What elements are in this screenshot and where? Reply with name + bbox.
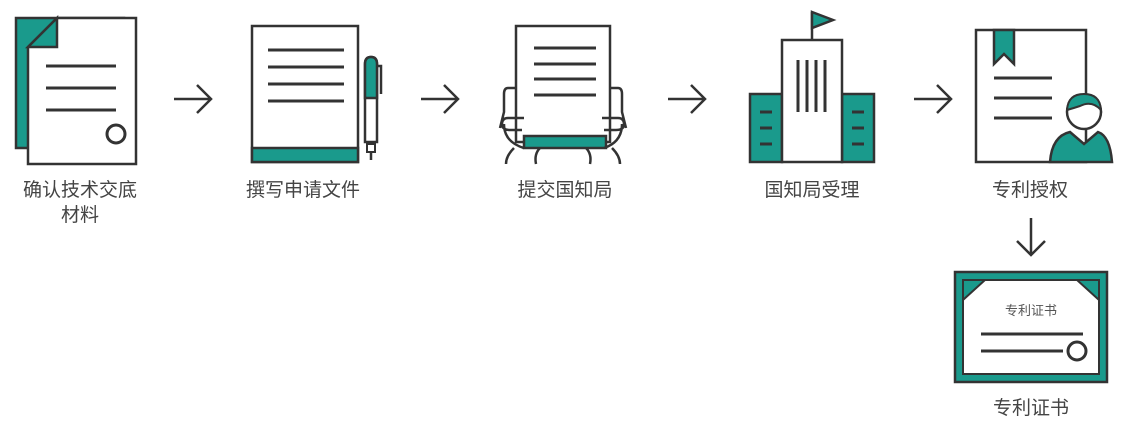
step-label-confirm: 确认技术交底 材料 [10,178,150,228]
government-building-icon [748,10,876,164]
hands-holding-document-icon [498,24,630,165]
arrow-down-icon [1014,216,1048,258]
step-label-grant: 专利授权 [965,178,1095,203]
step-label-line1: 国知局受理 [764,179,860,201]
step-label-line1: 确认技术交底 [22,179,137,201]
step-label-write: 撰写申请文件 [228,178,378,203]
step-label-line2: 材料 [60,204,99,226]
step-label-line1: 专利证书 [992,397,1069,419]
document-pen-icon [250,24,390,164]
step-label-line1: 专利授权 [991,179,1068,201]
arrow-right-icon [172,82,214,116]
documents-icon [14,14,140,166]
step-label-line1: 提交国知局 [517,179,613,201]
certificate-title: 专利证书 [1004,304,1057,319]
step-label-certificate: 专利证书 [966,396,1096,421]
step-label-line1: 撰写申请文件 [245,179,360,201]
arrow-right-icon [666,82,708,116]
step-label-submit: 提交国知局 [495,178,635,203]
patent-certificate-icon: 专利证书 [953,270,1109,384]
arrow-right-icon [419,82,461,116]
step-label-accept: 国知局受理 [742,178,882,203]
arrow-right-icon [912,82,954,116]
certificate-person-icon [974,28,1114,164]
